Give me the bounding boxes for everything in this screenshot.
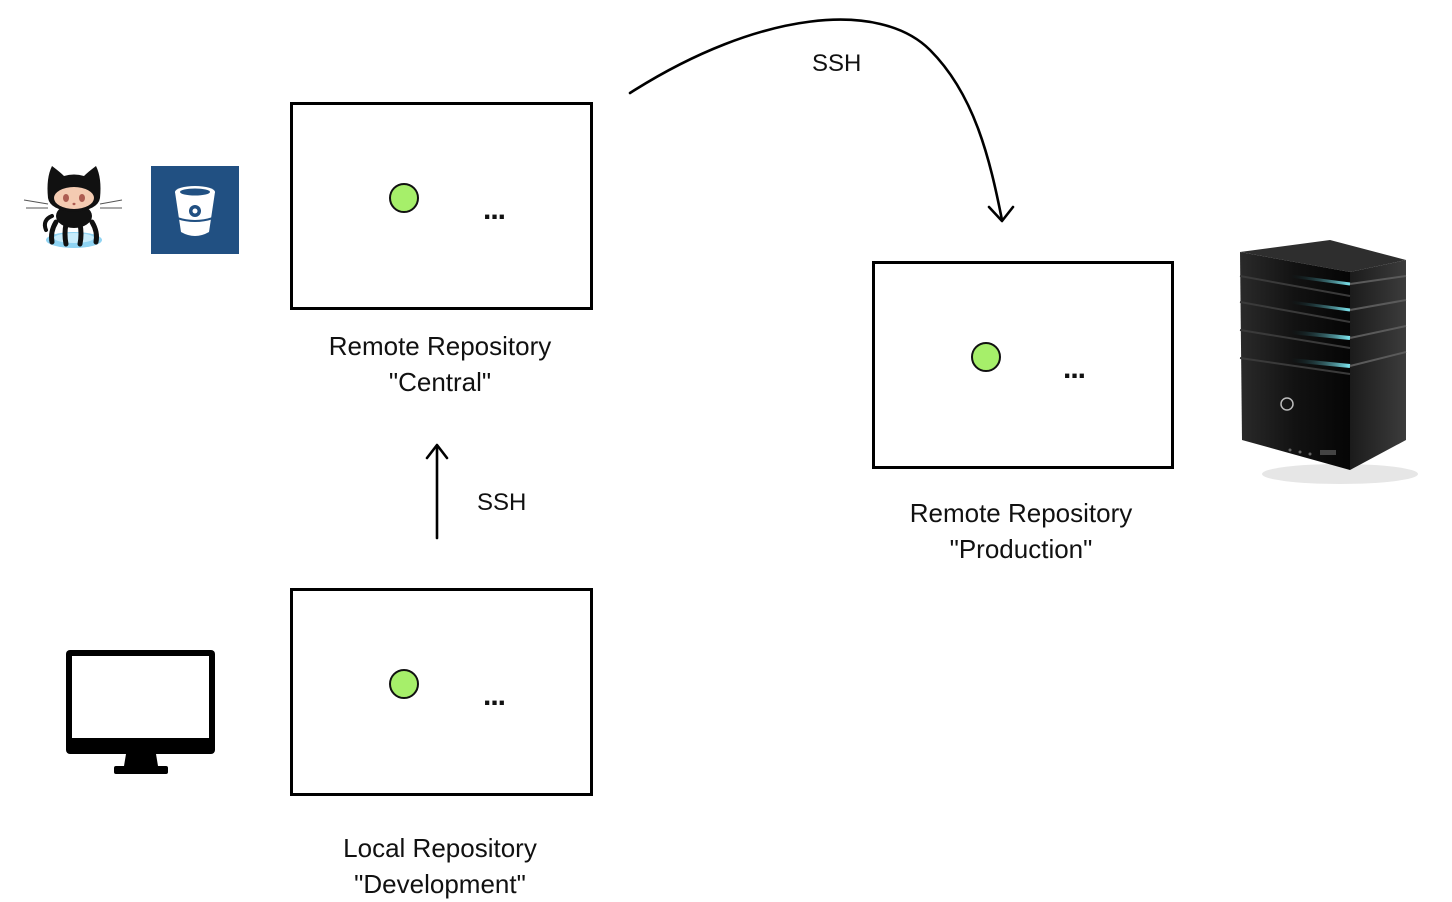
commit-dot [389, 669, 419, 699]
repo-title: Remote Repository [328, 331, 552, 361]
repo-name: "Development" [354, 869, 526, 899]
ssh-arrowhead-production [987, 205, 1015, 223]
ssh-label-dev-to-central: SSH [477, 489, 527, 516]
more-commits-ellipsis: ... [1063, 352, 1086, 385]
caption-development: Local Repository "Development" [270, 830, 610, 902]
more-commits-ellipsis: ... [483, 193, 506, 226]
server-tower-icon [1239, 240, 1418, 484]
github-octocat-icon [23, 166, 123, 248]
ssh-label-central-to-production: SSH [812, 50, 862, 77]
desktop-monitor-icon [66, 650, 215, 774]
repo-name: "Central" [388, 367, 492, 397]
repo-box-central: ... [290, 102, 593, 310]
caption-production: Remote Repository "Production" [851, 495, 1191, 567]
commit-dot [971, 342, 1001, 372]
repo-title: Remote Repository [909, 498, 1133, 528]
more-commits-ellipsis: ... [483, 679, 506, 712]
commit-dot [389, 183, 419, 213]
ssh-arrowhead-central [425, 443, 449, 460]
bitbucket-icon [151, 166, 239, 254]
repo-box-production: ... [872, 261, 1174, 469]
caption-central: Remote Repository "Central" [270, 328, 610, 400]
repo-name: "Production" [949, 534, 1093, 564]
repo-box-development: ... [290, 588, 593, 796]
repo-title: Local Repository [343, 833, 537, 863]
ssh-arrow-central-to-production [628, 18, 1004, 222]
